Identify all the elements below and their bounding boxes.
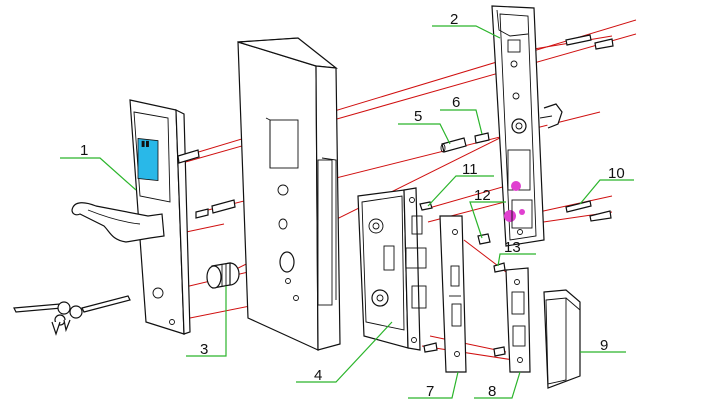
callout-10: 10: [608, 165, 625, 182]
callout-11: 11: [462, 161, 478, 178]
card-reader-display: [137, 138, 159, 182]
callout-8: 8: [488, 383, 496, 400]
keys: [13, 295, 131, 336]
callout-numbers: 1 2 3 4 5 6 7 8 9 10 11 12 13: [80, 11, 625, 400]
door-panel: [237, 37, 341, 351]
callout-12: 12: [474, 187, 491, 204]
thumb-turn-hole: [511, 118, 527, 134]
inside-lever-plate: [491, 5, 563, 247]
svg-text:▮▮: ▮▮: [141, 139, 150, 148]
callout-6: 6: [452, 94, 460, 111]
cylinder: [206, 262, 240, 289]
screws-part-10: [565, 34, 614, 222]
small-screws: [419, 201, 506, 357]
mortise-lock-body: [357, 187, 427, 351]
callout-7: 7: [426, 383, 434, 400]
callout-1: 1: [80, 142, 88, 159]
callout-9: 9: [600, 337, 608, 354]
callout-4: 4: [314, 367, 322, 384]
contact-top: [511, 181, 521, 191]
contact-bottom: [504, 210, 516, 222]
outside-handle-assembly: ▮▮: [71, 99, 200, 335]
strike-plate: [505, 267, 531, 373]
callout-2: 2: [450, 11, 458, 28]
handle-bolts: [195, 199, 236, 219]
callout-13: 13: [504, 239, 521, 256]
strike-box: [543, 289, 581, 389]
faceplate: [439, 215, 467, 373]
callout-3: 3: [200, 341, 208, 358]
callout-5: 5: [414, 108, 422, 125]
spindle-parts: [440, 132, 490, 153]
leader-lines: [60, 25, 634, 399]
